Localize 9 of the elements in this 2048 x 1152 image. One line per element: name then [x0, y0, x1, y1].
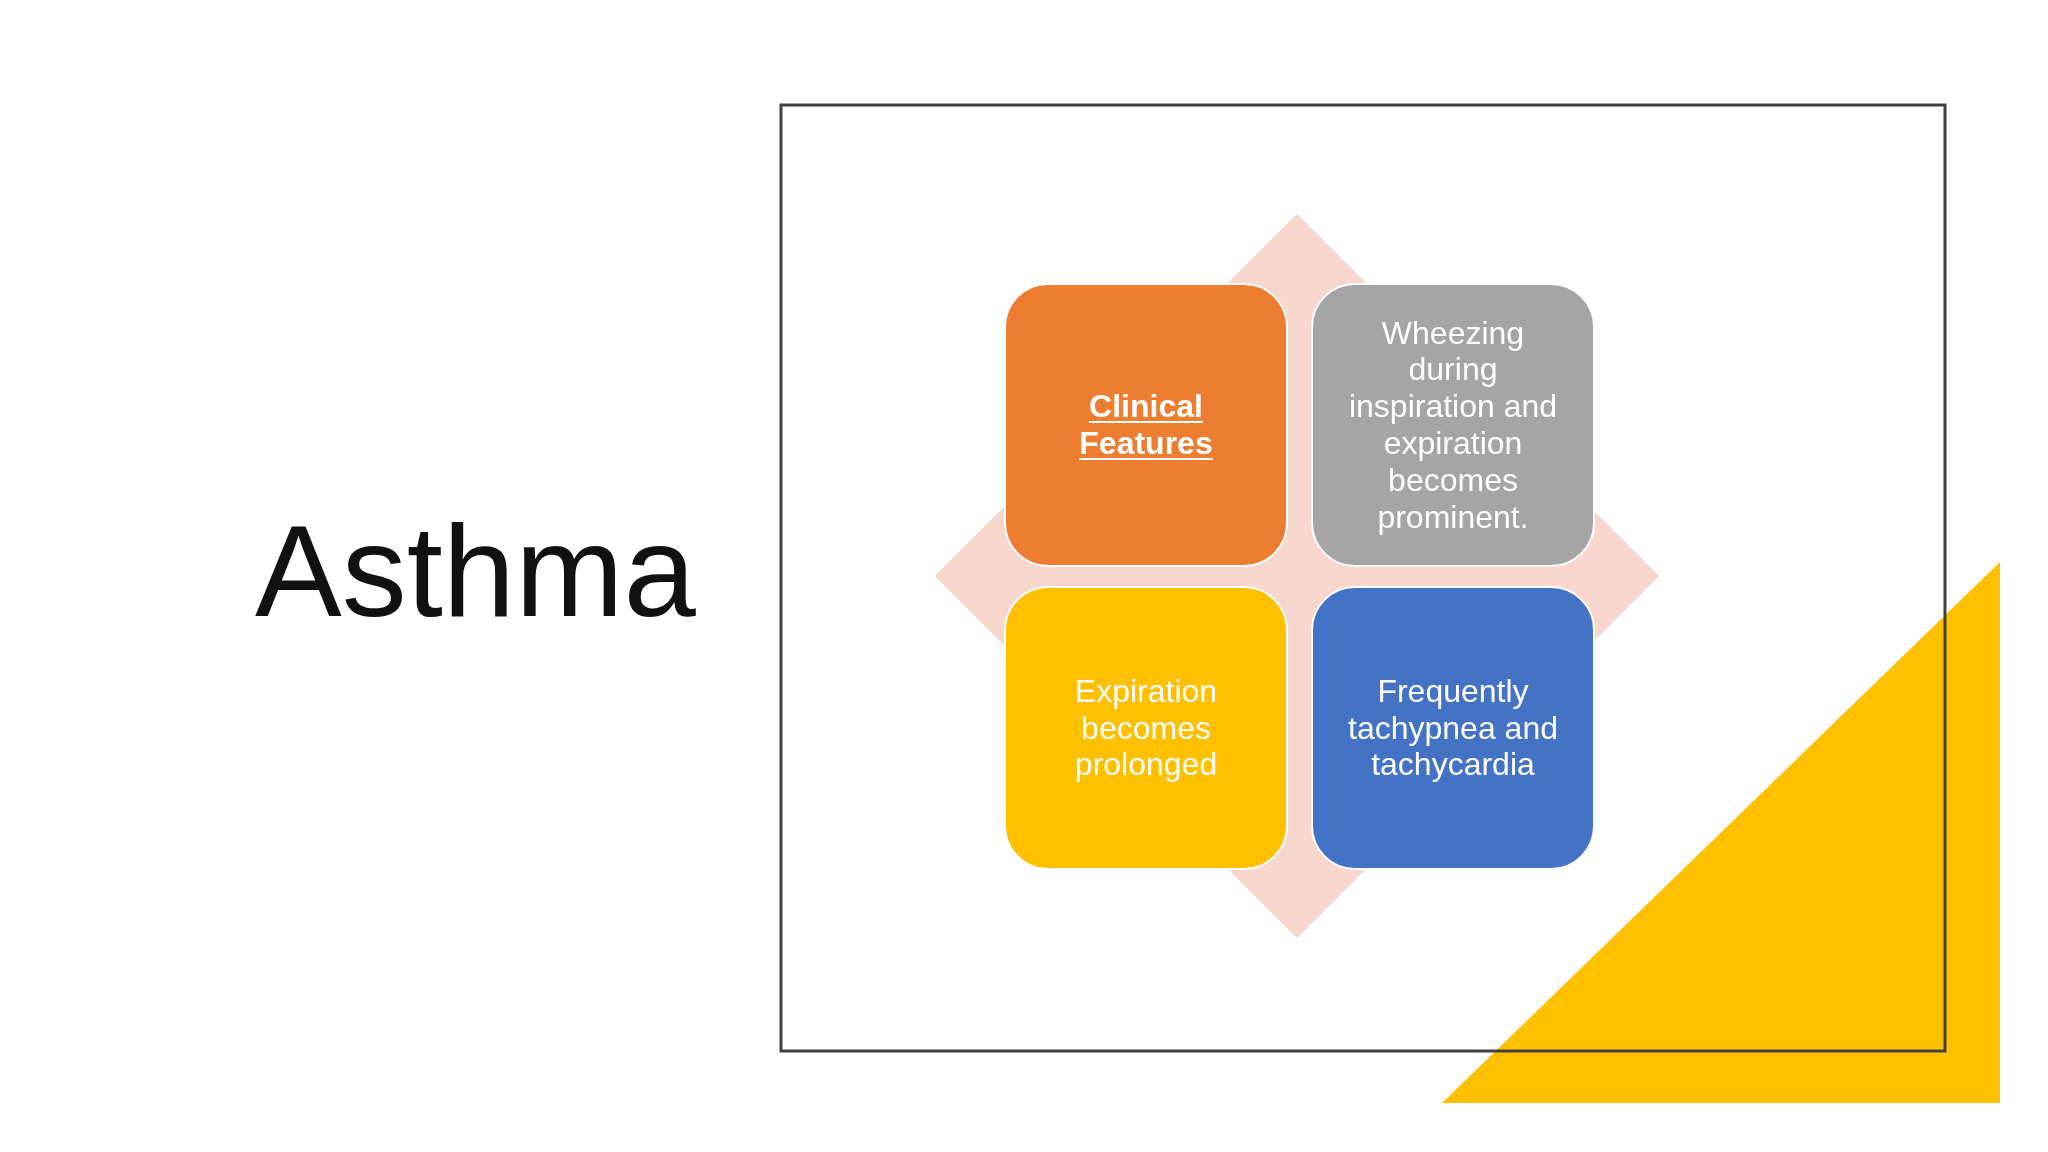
feature-box [1004, 283, 1288, 567]
feature-box [1004, 586, 1288, 870]
box-text: Frequently tachypnea and tachycardia [1347, 672, 1559, 784]
box-text: Wheezing during inspiration and expiration becomes prominent. [1347, 314, 1559, 536]
slide-title: Asthma [255, 500, 696, 643]
heading-text: Clinical Features [1078, 388, 1214, 462]
feature-box [1311, 586, 1595, 870]
feature-box [1311, 283, 1595, 567]
box-text: Expiration becomes prolonged [1073, 672, 1219, 784]
